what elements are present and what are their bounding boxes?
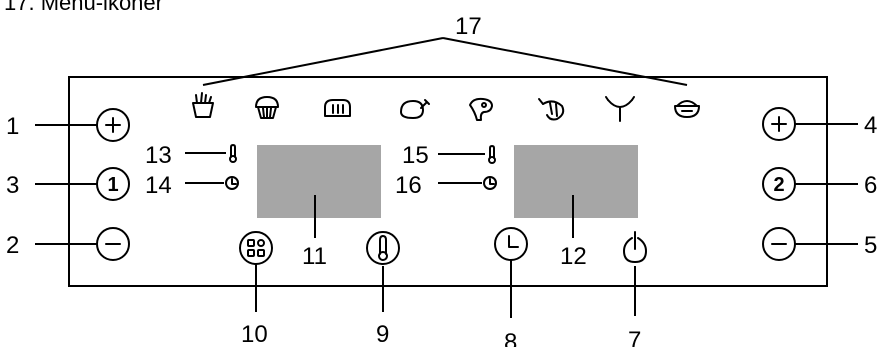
callout-8: 8: [504, 329, 517, 347]
callout-7: 7: [628, 327, 641, 347]
sausage-icon[interactable]: [605, 96, 635, 122]
clock-icon: [483, 176, 497, 190]
callout-13: 13: [145, 142, 172, 169]
temperature-button[interactable]: [366, 231, 400, 265]
shrimp-icon[interactable]: [538, 98, 565, 121]
callout-14: 14: [145, 172, 172, 199]
zone2-timer-indicator: [438, 176, 497, 190]
muffin-icon[interactable]: [255, 96, 279, 119]
zone1-number: 1: [107, 174, 118, 196]
clock-icon: [225, 176, 239, 190]
bread-icon[interactable]: [324, 99, 351, 117]
fries-icon[interactable]: [192, 92, 214, 118]
steak-icon[interactable]: [469, 97, 493, 121]
zone2-temperature-indicator: [438, 145, 496, 164]
zone1-temperature-indicator: [185, 144, 237, 163]
callout-4: 4: [864, 112, 877, 139]
zone2-display: [514, 145, 638, 218]
zone1-select-button[interactable]: 1: [96, 167, 130, 201]
power-icon: [623, 237, 647, 263]
callout-3: 3: [6, 172, 19, 199]
callout-17-line-right: [442, 37, 688, 86]
figure-caption: 17. Menü-ikoner: [4, 0, 163, 15]
callout-1: 1: [6, 113, 19, 140]
zone2-minus-button[interactable]: [762, 227, 796, 261]
thermometer-icon: [378, 235, 388, 261]
callout-17-line-left: [202, 37, 444, 86]
timer-button[interactable]: [494, 227, 528, 261]
callout-11: 11: [302, 243, 327, 270]
plus-icon: [105, 117, 121, 133]
zone2-select-button[interactable]: 2: [762, 167, 796, 201]
zone1-timer-indicator: [185, 176, 239, 190]
pot-icon[interactable]: [674, 100, 700, 118]
thermometer-icon: [489, 145, 495, 159]
zone2-number: 2: [773, 174, 784, 196]
grid-icon: [247, 239, 265, 257]
power-button[interactable]: [623, 231, 647, 263]
zone1-display: [257, 145, 381, 218]
control-panel: [68, 76, 828, 287]
thermometer-icon: [230, 144, 236, 158]
callout-2: 2: [6, 232, 19, 259]
callout-10: 10: [241, 321, 268, 347]
callout-12: 12: [560, 243, 587, 270]
chicken-icon[interactable]: [400, 99, 430, 119]
plus-icon: [771, 116, 787, 132]
zone2-plus-button[interactable]: [762, 107, 796, 141]
menu-button[interactable]: [239, 231, 273, 265]
callout-5: 5: [864, 232, 877, 259]
clock-icon: [508, 235, 519, 248]
callout-9: 9: [376, 321, 389, 347]
callout-16: 16: [395, 172, 422, 199]
zone1-plus-button[interactable]: [96, 108, 130, 142]
callout-6: 6: [864, 172, 877, 199]
callout-15: 15: [402, 142, 429, 169]
zone1-minus-button[interactable]: [96, 227, 130, 261]
callout-17: 17: [455, 13, 482, 40]
